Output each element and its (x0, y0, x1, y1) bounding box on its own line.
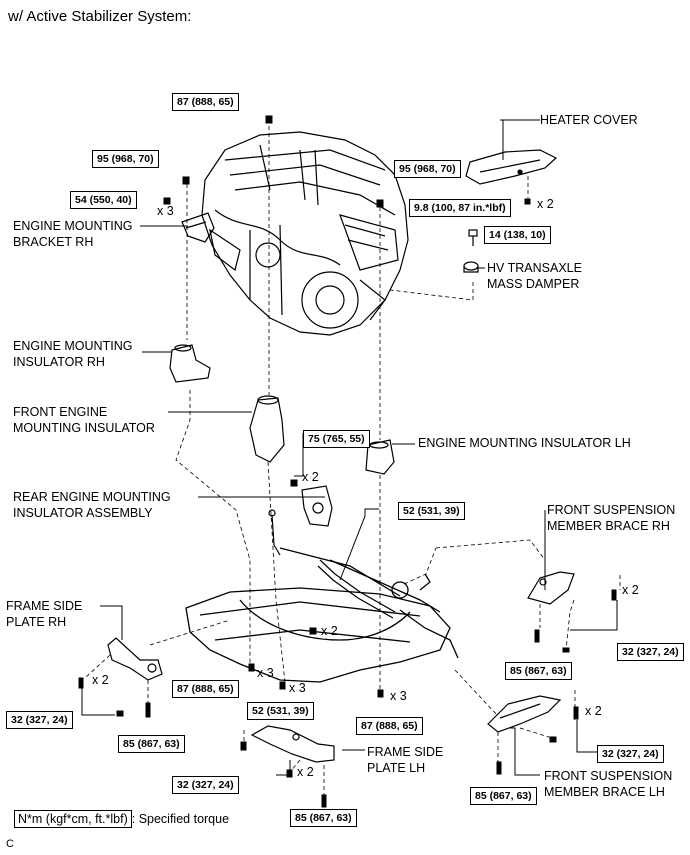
legend-text: : Specified torque (131, 812, 230, 826)
torque-spec-3: 54 (550, 40) (70, 191, 137, 209)
quantity-label: x 3 (390, 689, 407, 703)
heater-cover-shape (465, 149, 558, 185)
engine-mounting-insulator-lh-shape (365, 439, 395, 475)
engine-assembly (201, 131, 409, 336)
front-suspension-member-shape (185, 547, 459, 683)
label-hv-transaxle-mass-damper: HV TRANSAXLE MASS DAMPER (487, 261, 582, 291)
label-engine-mounting-insulator-lh: ENGINE MOUNTING INSULATOR LH (418, 436, 631, 450)
stabilizer-link-shape (268, 509, 281, 556)
label-front-suspension-member-brace-rh: FRONT SUSPENSION MEMBER BRACE RH (547, 503, 676, 533)
brace-lh-shape (487, 695, 562, 733)
torque-spec-2: 95 (968, 70) (92, 150, 159, 168)
rear-engine-mounting-insulator-shape (301, 485, 333, 527)
label-frame-side-plate-rh: FRAME SIDE PLATE RH (6, 599, 83, 629)
fastener-shapes (78, 115, 617, 808)
front-engine-mounting-insulator-shape (249, 395, 285, 463)
brace-rh-shape (527, 571, 575, 605)
torque-spec-7: 75 (765, 55) (303, 430, 370, 448)
torque-spec-10: 85 (867, 63) (505, 662, 572, 680)
torque-spec-6: 14 (138, 10) (484, 226, 551, 244)
quantity-label: x 2 (297, 765, 314, 779)
mass-damper-shape (463, 229, 479, 273)
label-engine-mounting-bracket-rh: ENGINE MOUNTING BRACKET RH (13, 219, 133, 249)
label-front-suspension-member-brace-lh: FRONT SUSPENSION MEMBER BRACE LH (544, 769, 673, 799)
label-front-engine-mounting-insulator: FRONT ENGINE MOUNTING INSULATOR (13, 405, 155, 435)
torque-spec-18: 32 (327, 24) (172, 776, 239, 794)
quantity-label: x 3 (289, 681, 306, 695)
engine-mounting-insulator-rh-shape (169, 344, 211, 383)
quantity-label: x 3 (257, 666, 274, 680)
torque-spec-19: 85 (867, 63) (290, 809, 357, 827)
figure-code: C (6, 838, 14, 850)
leader-lines (81, 119, 618, 776)
frame-side-plate-rh-shape (107, 637, 163, 681)
page-title: w/ Active Stabilizer System: (8, 8, 192, 25)
torque-spec-15: 85 (867, 63) (118, 735, 185, 753)
label-heater-cover: HEATER COVER (540, 113, 638, 127)
torque-spec-11: 87 (888, 65) (172, 680, 239, 698)
torque-spec-1: 87 (888, 65) (172, 93, 239, 111)
torque-spec-4: 95 (968, 70) (394, 160, 461, 178)
torque-spec-5: 9.8 (100, 87 in.*lbf) (409, 199, 511, 217)
quantity-label: x 2 (92, 673, 109, 687)
quantity-label: x 2 (585, 704, 602, 718)
torque-spec-9: 32 (327, 24) (617, 643, 684, 661)
torque-spec-16: 32 (327, 24) (597, 745, 664, 763)
quantity-label: x 3 (157, 204, 174, 218)
torque-legend: N*m (kgf*cm, ft.*lbf): Specified torque (14, 810, 230, 828)
frame-side-plate-lh-shape (250, 725, 335, 763)
quantity-label: x 2 (321, 624, 338, 638)
quantity-label: x 2 (302, 470, 319, 484)
torque-spec-12: 52 (531, 39) (247, 702, 314, 720)
alignment-lines (84, 126, 621, 795)
label-frame-side-plate-lh: FRAME SIDE PLATE LH (367, 745, 444, 775)
quantity-label: x 2 (537, 197, 554, 211)
label-engine-mounting-insulator-rh: ENGINE MOUNTING INSULATOR RH (13, 339, 133, 369)
torque-spec-14: 32 (327, 24) (6, 711, 73, 729)
torque-spec-13: 87 (888, 65) (356, 717, 423, 735)
steering-rack-shape (317, 559, 396, 619)
legend-unit-box: N*m (kgf*cm, ft.*lbf) (14, 810, 132, 828)
torque-spec-17: 85 (867, 63) (470, 787, 537, 805)
quantity-label: x 2 (622, 583, 639, 597)
label-rear-engine-mounting-insulator-assembly: REAR ENGINE MOUNTING INSULATOR ASSEMBLY (13, 490, 171, 520)
torque-spec-8: 52 (531, 39) (398, 502, 465, 520)
